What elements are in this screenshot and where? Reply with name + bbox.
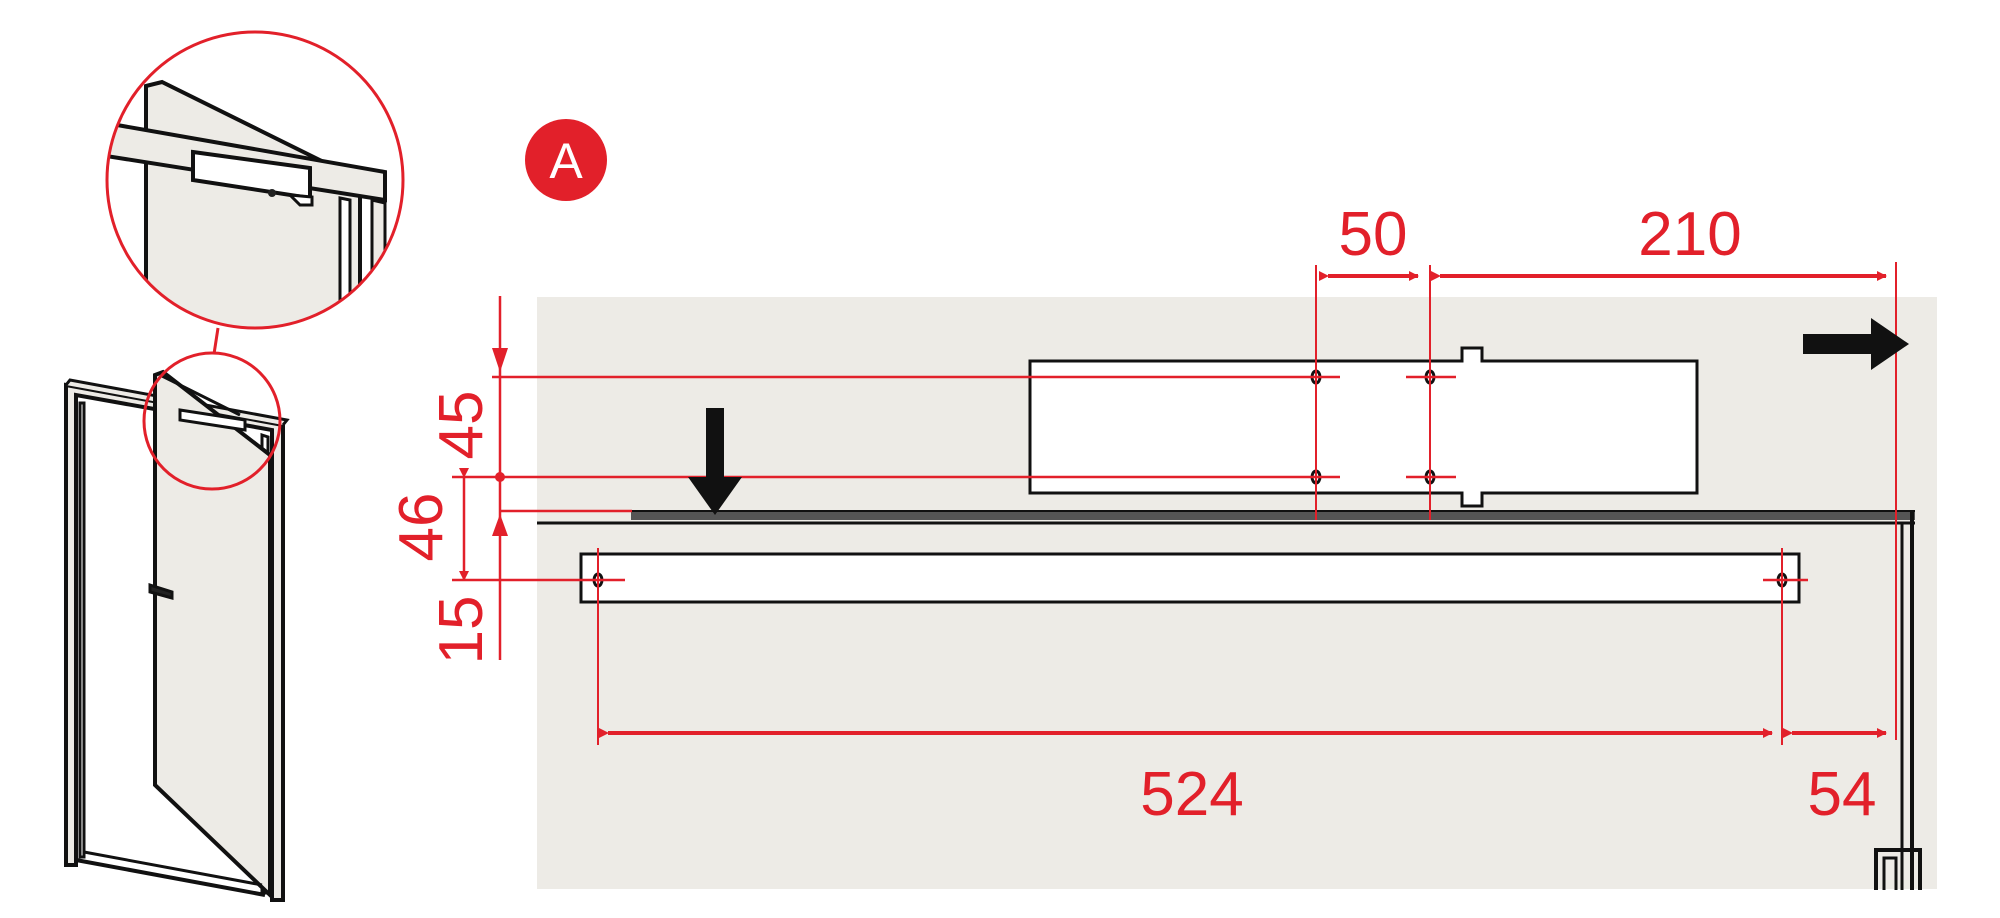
detail-callout-large: [105, 30, 405, 330]
door-handle-icon: [148, 582, 174, 600]
dim-label-15: 15: [427, 596, 496, 665]
dim-label-210: 210: [1638, 200, 1741, 269]
step-badge: A: [525, 119, 607, 201]
closer-body-outline: [1028, 346, 1699, 508]
dim-label-45: 45: [427, 391, 496, 460]
door-frame: [64, 382, 285, 902]
dim-label-54: 54: [1808, 760, 1877, 829]
dim-label-50: 50: [1339, 200, 1408, 269]
detail-callout-small: [142, 351, 282, 491]
dim-label-524: 524: [1140, 760, 1243, 829]
dim-label-46: 46: [387, 493, 456, 562]
step-badge-label: A: [549, 133, 583, 189]
arm-shoe-outline: [579, 552, 1801, 604]
dimension-lines: [452, 262, 1897, 745]
right-arrow-icon: [1803, 318, 1909, 370]
door-illustration: [64, 30, 405, 902]
frame-edge: [537, 510, 1922, 890]
down-arrow-icon: [688, 408, 742, 515]
door-leaf: [153, 369, 272, 900]
